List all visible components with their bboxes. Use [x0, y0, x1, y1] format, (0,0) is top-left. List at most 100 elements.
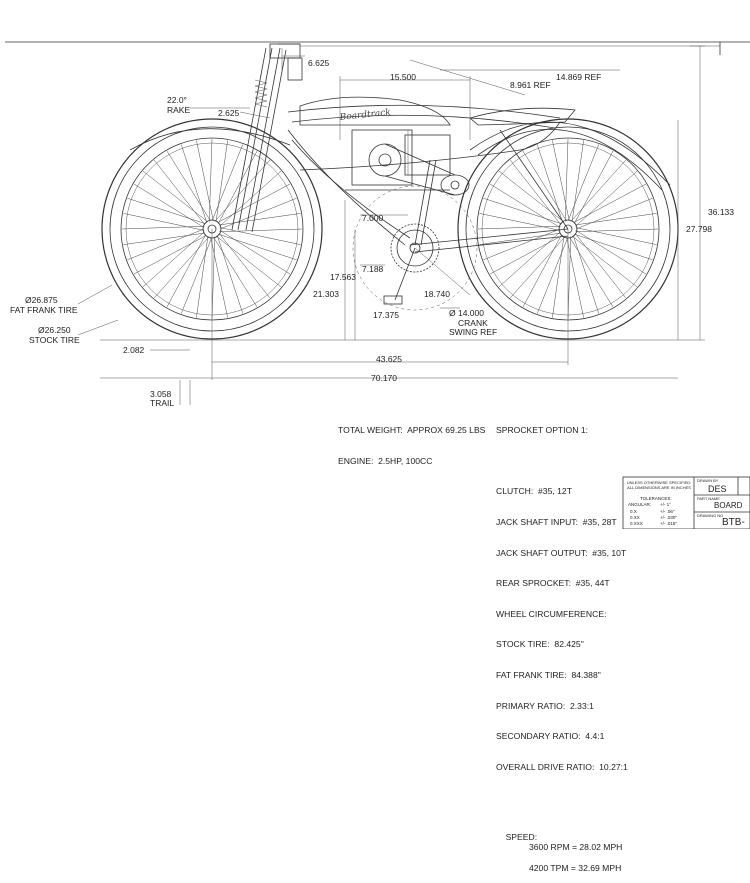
dim-fork-2625: 2.625 — [218, 108, 240, 118]
dim-2082: 2.082 — [123, 345, 145, 355]
spoke — [574, 213, 657, 226]
bike-drawing: Boardtrack 6.625 15.500 8.961 REF 14.869… — [5, 41, 750, 529]
spoke — [575, 230, 647, 275]
spoke — [536, 144, 564, 223]
dim-18740: 18.740 — [424, 289, 450, 299]
front-spokes — [121, 138, 303, 320]
tb-drawn-by-label: DRAWN BY — [697, 478, 719, 483]
spoke — [565, 138, 569, 222]
spoke — [571, 235, 638, 288]
spoke — [210, 236, 228, 318]
spoke — [574, 232, 627, 299]
dim-7000: 7.000 — [362, 213, 384, 223]
tb-tol-2-val: +/- .030" — [660, 515, 677, 520]
spoke — [218, 232, 271, 299]
spoke — [479, 232, 562, 245]
spoke — [509, 159, 562, 226]
spoke — [211, 236, 215, 320]
spoke — [569, 236, 614, 308]
tb-angular-val: +/- 1° — [660, 502, 671, 507]
sprocket-line: JACK SHAFT OUTPUT: #35, 10T — [496, 547, 627, 558]
tb-tol-2-key: 0.XX — [630, 515, 640, 520]
dimension-labels: 6.625 15.500 8.961 REF 14.869 REF 22.0° … — [10, 58, 734, 408]
spoke — [142, 231, 205, 288]
dim-17563: 17.563 — [330, 272, 356, 282]
spoke — [133, 234, 207, 275]
spoke — [552, 140, 570, 222]
tb-part-name-label: PART NAME — [697, 496, 720, 501]
dim-rake-angle: 22.0° — [167, 95, 187, 105]
spoke — [489, 183, 561, 228]
tb-tol-3-val: +/- .015" — [660, 521, 677, 526]
spoke — [489, 234, 563, 275]
spoke — [573, 183, 647, 224]
drawing-border — [5, 41, 750, 55]
spoke — [127, 228, 205, 261]
spoke — [217, 183, 291, 224]
spoke — [498, 170, 565, 223]
spoke — [121, 226, 205, 230]
spoke — [573, 150, 614, 224]
spoke — [572, 235, 600, 314]
dim-crank-label1: CRANK — [458, 318, 488, 328]
tank-logo: Boardtrack — [338, 108, 391, 123]
dim-70170: 70.170 — [371, 373, 397, 383]
spoke — [180, 144, 208, 223]
dim-tire2-dia: Ø26.250 — [38, 325, 71, 335]
front-wheel — [101, 118, 323, 340]
spoke — [552, 235, 565, 318]
dim-trail-label: TRAIL — [150, 398, 174, 408]
dim-21303: 21.303 — [313, 289, 339, 299]
spoke — [215, 140, 228, 223]
spoke — [196, 140, 214, 222]
spoke — [479, 213, 561, 231]
dim-tire1-label: FAT FRANK TIRE — [10, 305, 78, 315]
dim-top-offset: 6.625 — [308, 58, 330, 68]
spoke — [142, 170, 209, 223]
engine-spec: ENGINE: 2.5HP, 100CC — [338, 456, 433, 467]
spoke — [219, 230, 291, 275]
sprocket-line: SECONDARY RATIO: 4.4:1 — [496, 731, 605, 742]
engine — [345, 129, 470, 196]
dim-17375: 17.375 — [373, 310, 399, 320]
frame — [129, 43, 671, 253]
spoke — [216, 235, 244, 314]
dim-7188: 7.188 — [362, 264, 384, 274]
spoke — [209, 138, 213, 222]
tb-angular: ANGULAR: — [628, 502, 652, 507]
dim-height-27798: 27.798 — [686, 224, 712, 234]
spoke — [219, 227, 301, 245]
sprocket-line: WHEEL CIRCUMFERENCE: — [496, 608, 607, 619]
tb-tol-1-val: +/- .06" — [660, 509, 675, 514]
dim-crank-label2: SWING REF — [449, 327, 497, 337]
spoke — [575, 170, 638, 227]
spoke — [477, 226, 561, 230]
total-weight: TOTAL WEIGHT: APPROX 69.25 LBS — [338, 425, 486, 436]
spoke — [483, 197, 562, 225]
sprocket-notes: SPROCKET OPTION 1: CLUTCH: #35, 12T JACK… — [496, 405, 628, 873]
spoke — [570, 159, 627, 222]
spoke — [180, 236, 213, 314]
spoke — [218, 213, 301, 226]
dim-tire2-label: STOCK TIRE — [29, 335, 80, 345]
rear-spokes — [477, 138, 659, 320]
sprocket-line: FAT FRANK TIRE: 84.388" — [496, 670, 601, 681]
speed-line-2: 4200 TPM = 32.69 MPH — [529, 862, 622, 873]
dim-ref-8961: 8.961 REF — [510, 80, 551, 90]
spoke — [211, 144, 244, 222]
spoke — [127, 197, 206, 225]
spoke — [166, 150, 211, 222]
dim-crank-dia: Ø 14.000 — [449, 308, 484, 318]
spoke — [219, 228, 303, 232]
spoke — [166, 234, 207, 308]
spoke — [123, 232, 206, 245]
sprocket-line: PRIMARY RATIO: 2.33:1 — [496, 700, 594, 711]
weight-engine-notes: TOTAL WEIGHT: APPROX 69.25 LBS ENGINE: 2… — [338, 405, 485, 476]
dim-15500: 15.500 — [390, 72, 416, 82]
dim-rake-label: RAKE — [167, 105, 190, 115]
tb-notice-1: UNLESS OTHERWISE SPECIFIED: — [626, 480, 692, 485]
spoke — [498, 231, 561, 288]
tb-part-name: BOARD — [714, 501, 743, 510]
speed-line-1: 3600 RPM = 28.02 MPH — [529, 842, 623, 853]
dim-height-36133: 36.133 — [708, 207, 734, 217]
